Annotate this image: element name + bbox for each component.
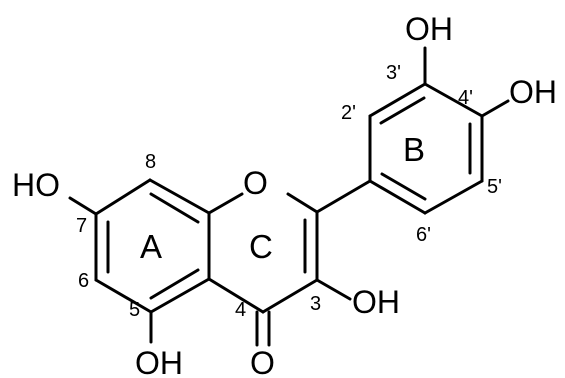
- position-numbers: 2' 3' 4' 5' 6' 8 7 6 5 4 3: [76, 62, 502, 321]
- bond-c5-c4a-inner: [149, 268, 200, 300]
- bond-c2-c1prime: [315, 179, 372, 214]
- position-5: 5: [129, 299, 140, 321]
- bond-c5prime-c6prime: [423, 179, 484, 215]
- bond-c3prime-c4prime: [423, 82, 484, 118]
- bond-c7-c8: [94, 178, 152, 216]
- ring-label-a: A: [140, 228, 162, 265]
- atom-hydroxyl-c5: OH: [135, 345, 183, 378]
- atom-hydroxyl-top: OH: [405, 11, 453, 47]
- atom-labels: OH OH HO O OH OH O: [12, 11, 557, 378]
- position-6: 6: [78, 270, 89, 292]
- bond-c5-c6: [94, 278, 153, 314]
- atom-carbonyl-oxygen: O: [250, 345, 275, 378]
- bond-c6prime-c1prime: [368, 179, 427, 215]
- ring-c-bonds: [207, 192, 319, 314]
- position-3: 3: [310, 293, 321, 315]
- ring-a-bonds: [94, 178, 211, 314]
- bond-c4a-c5: [149, 277, 211, 314]
- position-7: 7: [76, 215, 87, 237]
- bond-c8-c8a-inner: [149, 192, 200, 224]
- bond-c2prime-c3prime: [368, 82, 427, 118]
- bond-c7-oh: [68, 196, 98, 216]
- bond-c8-c8a: [148, 178, 211, 215]
- position-6prime: 6': [416, 224, 431, 246]
- bond-c4prime-oh: [480, 99, 510, 118]
- position-5prime: 5': [487, 176, 502, 198]
- ring-b-bonds: [368, 46, 510, 215]
- position-3prime: 3': [386, 62, 401, 84]
- bond-c2prime-c3prime-inner: [379, 96, 426, 125]
- bond-c6prime-c1prime-inner: [380, 172, 427, 201]
- atom-hydroxyl-left: HO: [12, 167, 60, 203]
- ring-label-b: B: [403, 131, 425, 168]
- position-8: 8: [145, 151, 156, 173]
- position-4prime: 4': [458, 87, 473, 109]
- bond-o1-c2: [286, 192, 319, 214]
- bond-c8a-o1: [207, 192, 244, 215]
- ring-letters: A C B: [140, 131, 425, 265]
- substituent-bonds: [68, 179, 372, 347]
- bond-c3-oh: [315, 278, 352, 301]
- ring-label-c: C: [249, 228, 273, 265]
- atom-ring-oxygen: O: [243, 165, 268, 201]
- atom-hydroxyl-right: OH: [509, 74, 557, 110]
- atom-hydroxyl-c3: OH: [352, 284, 400, 320]
- bond-c4-c4a: [207, 277, 265, 314]
- position-2prime: 2': [341, 102, 356, 124]
- position-4: 4: [235, 299, 246, 321]
- bond-c3-c4: [261, 278, 319, 314]
